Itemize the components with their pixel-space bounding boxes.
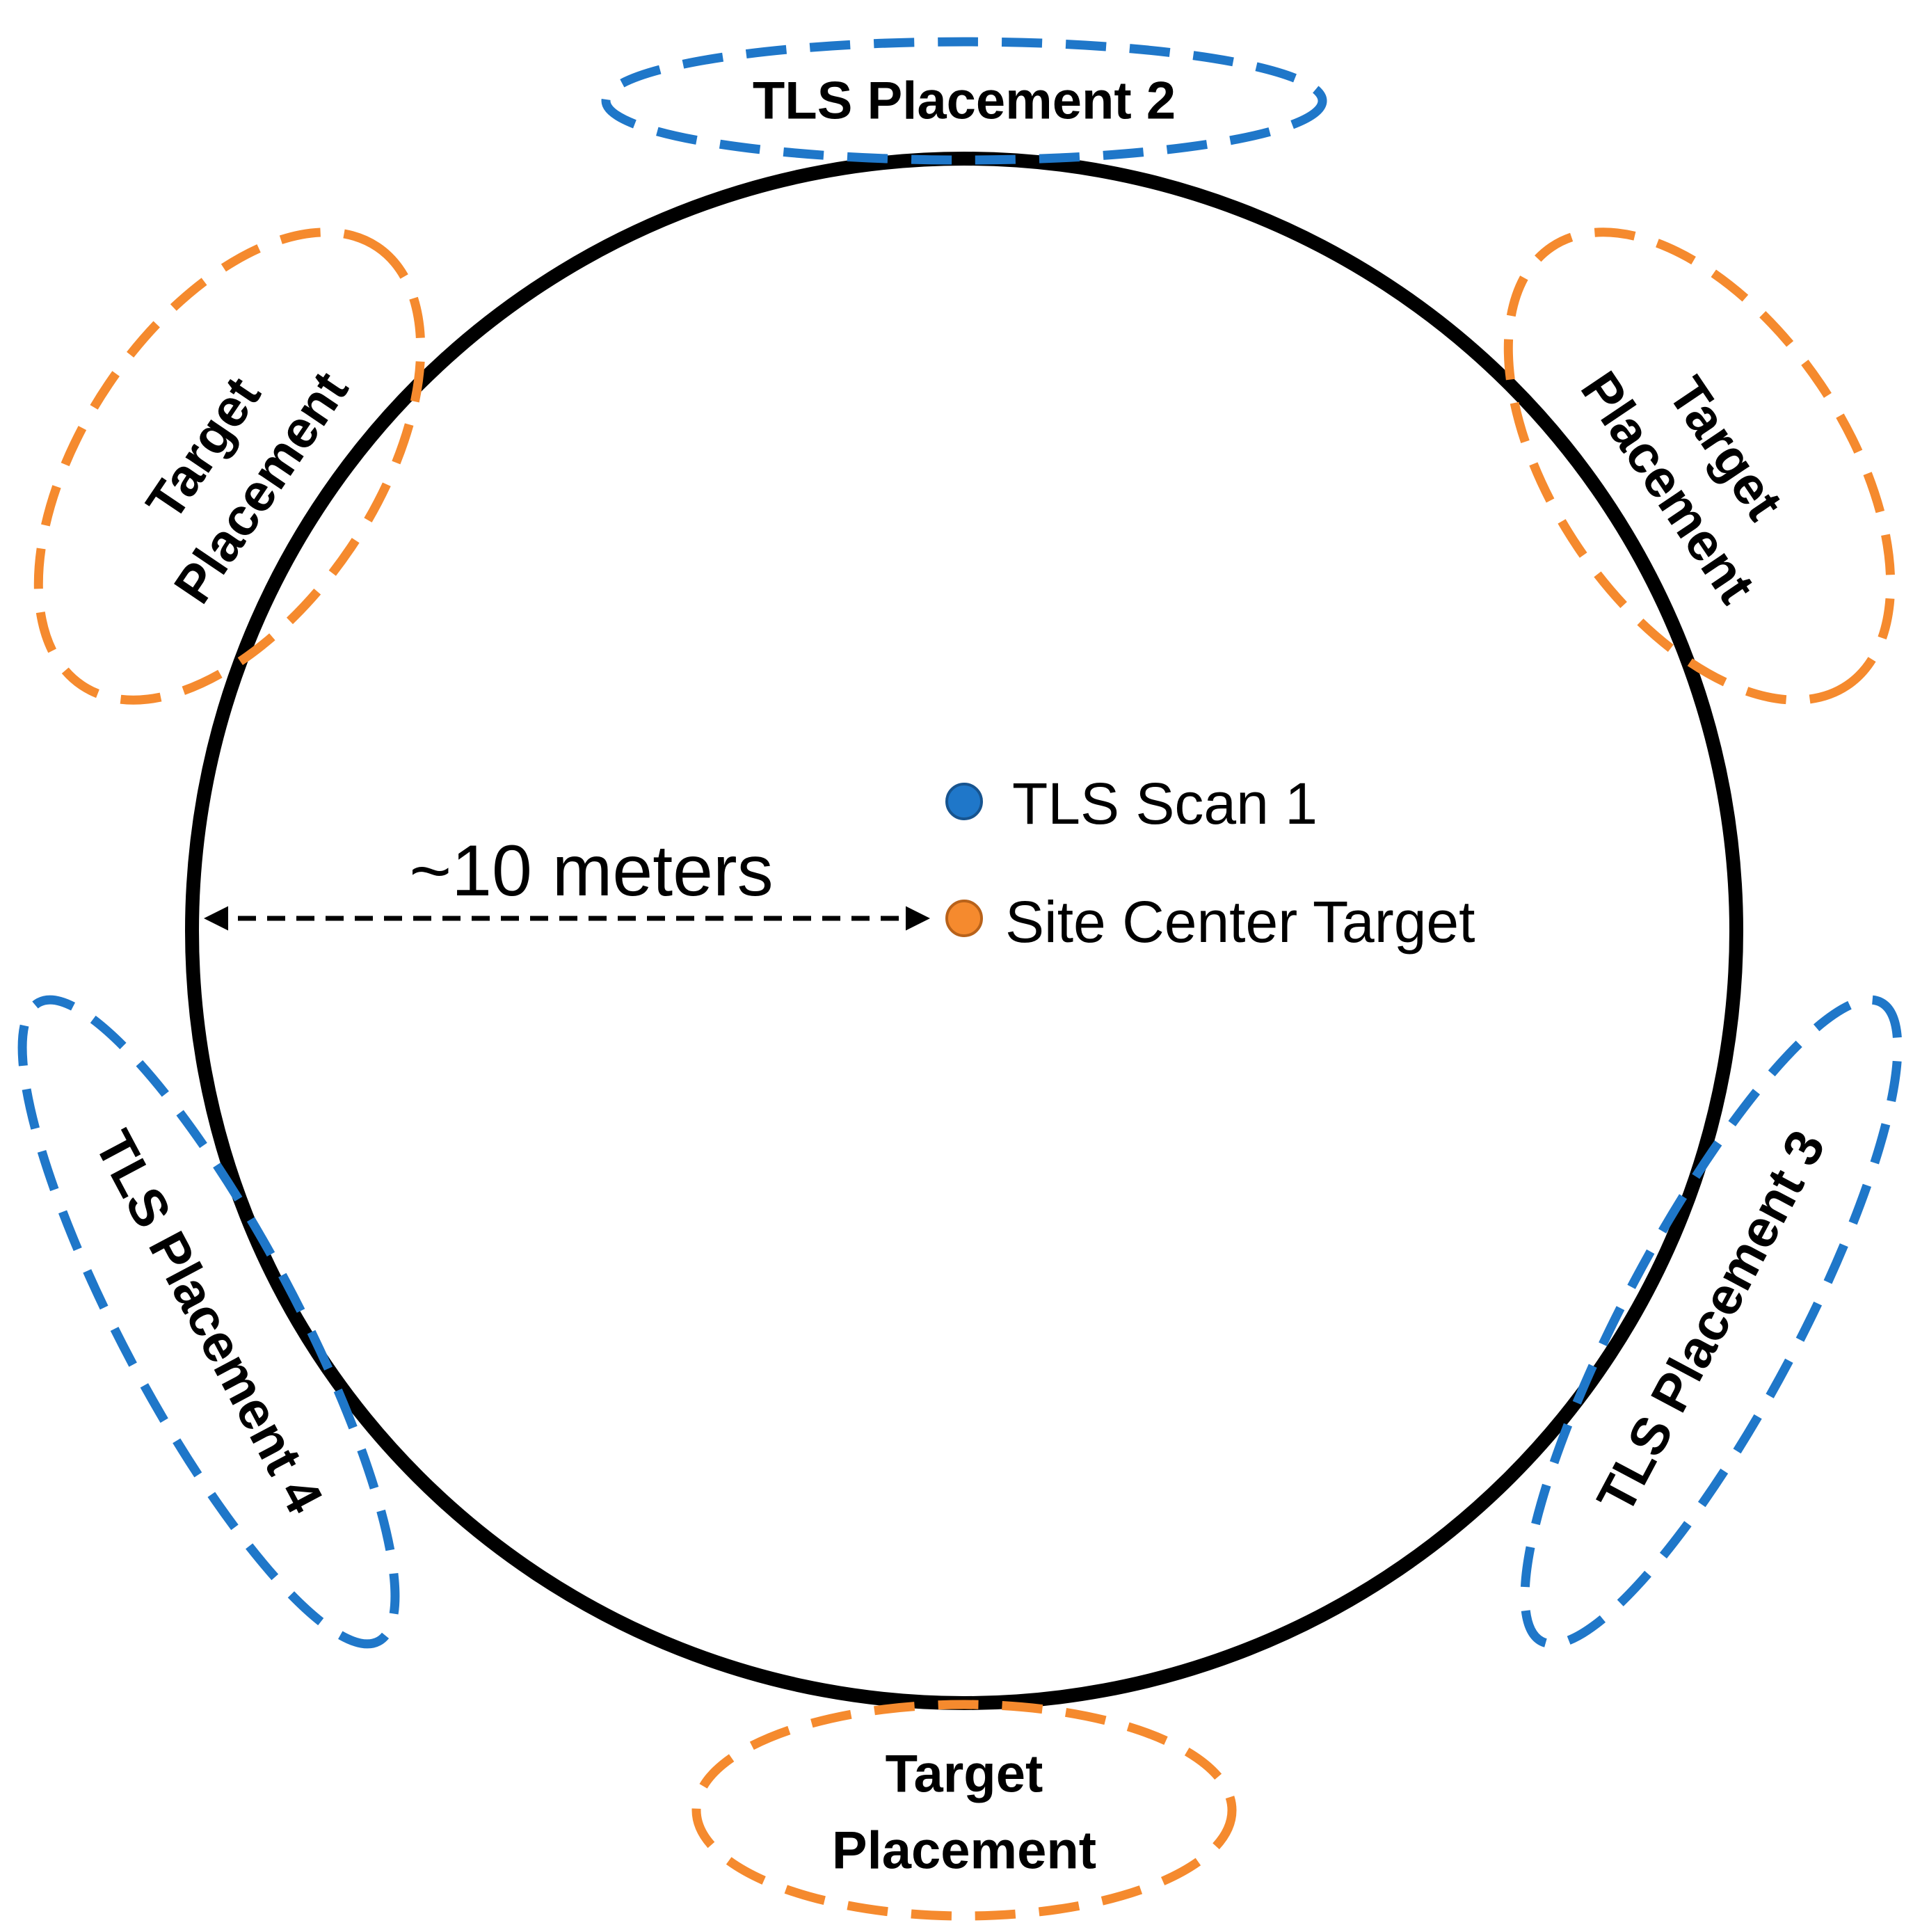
tls-placement-3-group: TLS Placement 3	[1520, 995, 1903, 1649]
target-placement-bottom-ellipse	[691, 1700, 1237, 1921]
target-placement-bottom-group: Target Placement	[691, 1700, 1237, 1921]
tls-placement-2-label: TLS Placement 2	[753, 72, 1176, 131]
target-placement-top-right-group: Target Placement	[1503, 227, 1896, 705]
radius-label: ~10 meters	[409, 831, 773, 911]
site-center-target-label: Site Center Target	[1005, 889, 1475, 955]
tls-placement-4-group: TLS Placement 4	[17, 995, 400, 1649]
tls-placement-2-ellipse	[601, 37, 1327, 165]
target-placement-bottom-label-2: Placement	[832, 1821, 1096, 1881]
target-placement-top-left-ellipse	[33, 227, 426, 705]
tls-scan-1-marker	[945, 783, 983, 820]
tls-scan-1-label: TLS Scan 1	[1012, 771, 1318, 836]
site-center-target-marker	[945, 900, 983, 937]
tls-placement-2-group: TLS Placement 2	[601, 37, 1327, 165]
tls-placement-3-ellipse	[1520, 995, 1903, 1649]
target-placement-top-right-ellipse	[1503, 227, 1896, 705]
target-placement-top-left-group: Target Placement	[33, 227, 426, 705]
target-placement-bottom-label-1: Target	[886, 1745, 1043, 1804]
tls-placement-4-ellipse	[17, 995, 400, 1649]
